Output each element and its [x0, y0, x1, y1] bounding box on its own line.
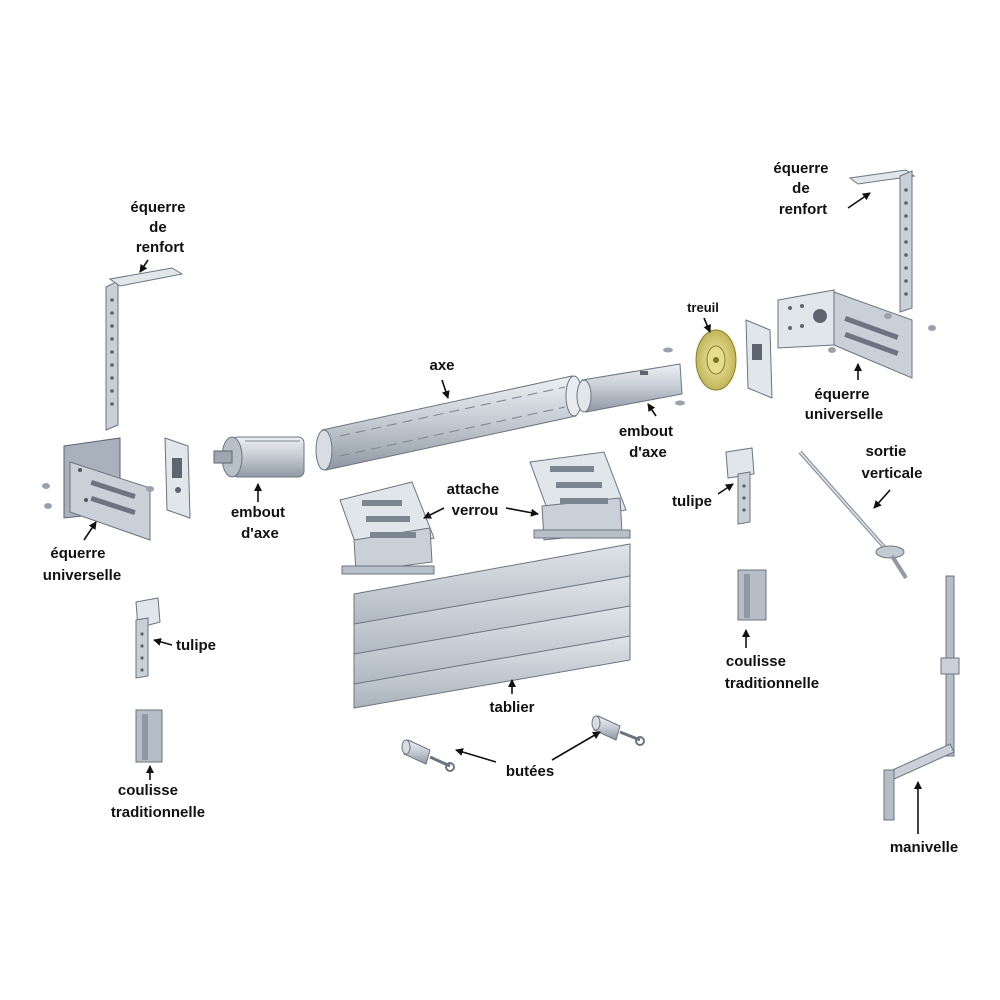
arrow-equerre-renfort-left — [139, 259, 149, 273]
label-coulisse-right-l2: traditionnelle — [725, 675, 819, 692]
plaque-right-part — [745, 319, 773, 399]
label-embout-axe-left: embout d'axe — [231, 504, 289, 542]
label-embout-axe-left-l2: d'axe — [241, 525, 279, 542]
treuil-part — [695, 329, 737, 391]
arrow-sortie-verticale — [873, 489, 891, 509]
label-equerre-renfort-right-l1: équerre — [773, 160, 828, 177]
label-embout-axe-right: embout d'axe — [619, 423, 677, 461]
arrow-butees-right — [551, 731, 601, 761]
equerre-universelle-right-part — [777, 289, 913, 379]
sortie-verticale-part — [798, 450, 908, 580]
label-coulisse-right: coulisse traditionnelle — [725, 653, 819, 692]
butee-left-part — [401, 739, 455, 772]
attache-verrou-left-part — [339, 481, 435, 575]
label-embout-axe-left-l1: embout — [231, 504, 285, 521]
label-axe: axe — [429, 357, 454, 374]
equerre-renfort-left-part — [105, 267, 184, 431]
label-butees: butées — [506, 763, 554, 780]
label-sortie-verticale-l1: sortie — [865, 443, 906, 460]
arrow-attache-verrou-left — [423, 507, 445, 519]
label-tablier: tablier — [489, 699, 534, 716]
label-attache-verrou-l1: attache — [447, 481, 500, 498]
label-coulisse-right-l1: coulisse — [726, 653, 786, 670]
label-equerre-universelle-right-l2: universelle — [805, 406, 883, 423]
tulipe-left-part — [135, 597, 161, 679]
embout-axe-left-part — [213, 436, 305, 478]
label-manivelle: manivelle — [890, 839, 958, 856]
coulisse-right-part — [737, 569, 767, 621]
label-tulipe-left: tulipe — [176, 637, 216, 654]
label-coulisse-left-l2: traditionnelle — [111, 804, 205, 821]
label-equerre-renfort-left-l2: de — [149, 219, 167, 236]
label-equerre-universelle-left-l1: équerre — [50, 545, 105, 562]
arrow-equerre-renfort-right — [847, 192, 871, 209]
label-attache-verrou: attache verrou — [447, 481, 504, 519]
arrow-axe — [441, 379, 450, 399]
arrow-equerre-universelle-left — [83, 521, 97, 541]
equerre-renfort-right-part — [848, 169, 916, 313]
label-equerre-universelle-left-l2: universelle — [43, 567, 121, 584]
tablier-part — [353, 543, 631, 709]
label-equerre-universelle-right: équerre universelle — [805, 386, 883, 423]
label-sortie-verticale-l2: verticale — [862, 465, 923, 482]
screws-right — [828, 313, 936, 353]
label-tulipe-right: tulipe — [672, 493, 712, 510]
label-equerre-universelle-left: équerre universelle — [43, 545, 121, 584]
label-equerre-renfort-right-l2: de — [792, 180, 810, 197]
plaque-left-part — [164, 437, 191, 519]
label-sortie-verticale: sortie verticale — [862, 443, 923, 482]
embout-axe-right-part — [576, 347, 685, 413]
label-embout-axe-right-l2: d'axe — [629, 444, 667, 461]
arrow-attache-verrou-right — [505, 507, 539, 517]
label-coulisse-left-l1: coulisse — [118, 782, 178, 799]
label-coulisse-left: coulisse traditionnelle — [111, 782, 205, 821]
label-equerre-renfort-right-l3: renfort — [779, 201, 827, 218]
butee-right-part — [591, 715, 645, 746]
screws-left — [42, 483, 154, 509]
label-equerre-renfort-left-l1: équerre — [130, 199, 185, 216]
arrow-treuil — [703, 317, 711, 333]
label-embout-axe-right-l1: embout — [619, 423, 673, 440]
arrow-tulipe-left — [153, 638, 173, 646]
label-equerre-renfort-left: équerre de renfort — [130, 199, 189, 256]
coulisse-left-part — [135, 709, 163, 763]
manivelle-part — [883, 575, 960, 821]
equerre-universelle-left-part — [63, 437, 151, 541]
label-attache-verrou-l2: verrou — [452, 502, 499, 519]
axe-part — [315, 375, 583, 471]
label-equerre-renfort-left-l3: renfort — [136, 239, 184, 256]
attache-verrou-right-part — [529, 451, 631, 541]
label-equerre-universelle-right-l1: équerre — [814, 386, 869, 403]
arrow-tulipe-right — [717, 483, 734, 495]
label-equerre-renfort-right: équerre de renfort — [773, 160, 832, 218]
label-treuil: treuil — [687, 300, 719, 315]
arrow-embout-axe-right — [647, 403, 657, 417]
arrow-butees-left — [455, 748, 497, 763]
tulipe-right-part — [725, 447, 755, 525]
